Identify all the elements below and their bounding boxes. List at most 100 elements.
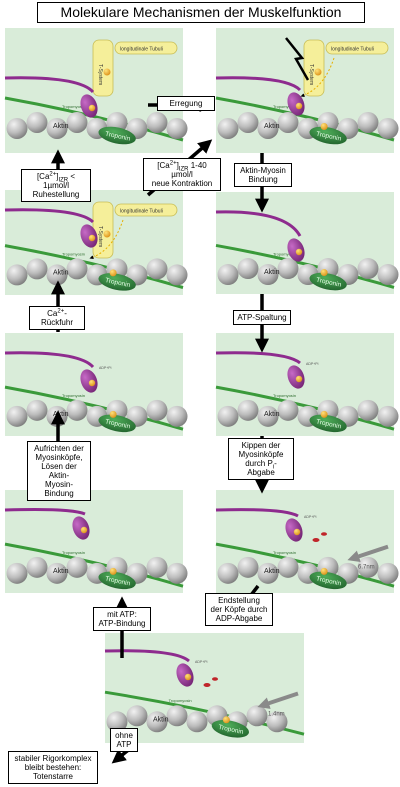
tubuli-label: longitudinale Tubuli (331, 47, 374, 53)
label-erregung: Erregung (157, 96, 215, 111)
movement-arrow (347, 544, 389, 563)
tropomyosin-label: Tropomyosin (273, 251, 296, 256)
myosin-nucleotide-icon (295, 375, 303, 383)
myosin-nucleotide-icon (80, 526, 88, 534)
label-kippen: Kippen der Myosinköpfe durch Pi-Abgabe (228, 438, 294, 480)
troponin-calcium-icon (109, 567, 117, 575)
actin-bead (266, 711, 288, 733)
troponin (309, 414, 347, 433)
actin-bead (146, 112, 168, 133)
tropomyosin-label: Tropomyosin (169, 698, 192, 703)
adp-pi-label: ADP+Pi (306, 362, 319, 366)
troponin-calcium-icon (222, 716, 230, 724)
longitudinal-tubuli (114, 203, 178, 217)
myosin-nucleotide-icon (88, 234, 96, 242)
troponin (309, 272, 347, 291)
myosin-neck (215, 508, 299, 518)
actin-bead (126, 705, 148, 727)
actin-bead (237, 399, 259, 421)
actin-bead (277, 556, 299, 578)
myosin-neck (4, 351, 95, 369)
myosin-head (287, 365, 305, 389)
myosin-head (287, 92, 305, 116)
troponin (98, 273, 136, 291)
calcium-release-arrow (89, 219, 124, 260)
actin-label: Aktin (53, 568, 69, 575)
myosin-nucleotide-icon (293, 528, 301, 536)
actin-bead (146, 711, 168, 733)
movement-label: 1.4nm (268, 712, 285, 718)
actin-bead (26, 399, 48, 421)
actin-bead (6, 405, 28, 427)
movement-label: 6.7nm (358, 565, 375, 571)
actin-bead (66, 556, 88, 578)
tropomyosin-strand (4, 542, 184, 588)
tubuli-label: longitudinale Tubuli (120, 47, 163, 53)
myosin-neck (215, 76, 302, 92)
calcium-icon (103, 68, 111, 76)
tropomyosin-label: Tropomyosin (273, 104, 296, 109)
troponin-calcium-icon (320, 123, 328, 130)
tropomyosin-strand (4, 385, 184, 431)
actin-bead (166, 118, 188, 139)
troponin (98, 571, 136, 590)
tropomyosin-label: Tropomyosin (62, 393, 85, 398)
adp-pi-label: ADP+Pi (195, 660, 208, 664)
myosin-neck (104, 649, 190, 663)
troponin (309, 126, 347, 145)
actin-bead (217, 118, 239, 139)
actin-label: Aktin (264, 411, 280, 418)
tropomyosin-label: Tropomyosin (273, 550, 296, 555)
troponin (98, 126, 136, 145)
myosin-neck (4, 76, 95, 94)
actin-bead (146, 556, 168, 578)
released-phosphate-icon (321, 532, 327, 536)
actin-label: Aktin (264, 269, 280, 276)
released-phosphate-icon (212, 677, 218, 681)
actin-bead (166, 705, 188, 727)
actin-bead (26, 112, 48, 133)
calcium-release-arrow (300, 57, 335, 98)
label-atp-spaltung: ATP-Spaltung (233, 310, 291, 325)
label-ca-high-neue-kontraktion: [Ca2+]IZR 1-40 µmol/l neue Kontraktion (143, 158, 221, 191)
myosin-nucleotide-icon (88, 104, 96, 112)
tropomyosin-label: Tropomyosin (62, 104, 85, 109)
excitation-bolt-icon (285, 37, 310, 81)
tropomyosin-strand (4, 244, 184, 290)
label-ohne-atp: ohne ATP (110, 728, 138, 752)
actin-label: Aktin (153, 716, 169, 723)
myosin-neck (4, 508, 86, 516)
troponin (98, 414, 136, 433)
actin-bead (6, 264, 28, 286)
actin-bead (277, 399, 299, 421)
myosin-head (80, 224, 98, 248)
tropomyosin-label: Tropomyosin (62, 550, 85, 555)
actin-bead (237, 112, 259, 133)
actin-bead (377, 118, 399, 139)
movement-arrow (257, 691, 299, 709)
actin-bead (237, 556, 259, 578)
actin-bead (46, 118, 68, 139)
troponin-calcium-icon (320, 269, 328, 277)
longitudinal-tubuli (114, 41, 178, 55)
actin-bead (217, 264, 239, 286)
actin-label: Aktin (53, 123, 69, 130)
myosin-head (72, 516, 90, 540)
troponin-calcium-icon (320, 410, 328, 418)
myosin-neck (4, 208, 95, 224)
actin-bead (357, 258, 379, 280)
actin-bead (237, 258, 259, 280)
tropomyosin-label: Tropomyosin (273, 393, 296, 398)
longitudinal-tubuli (325, 41, 389, 55)
label-endstellung: Endstellung der Köpfe durch ADP-Abgabe (205, 593, 273, 626)
actin-bead (257, 562, 279, 584)
label-ca-rueckfuhr: Ca2+-Rückfuhr (29, 306, 85, 330)
tropomyosin-label: Tropomyosin (62, 252, 85, 257)
